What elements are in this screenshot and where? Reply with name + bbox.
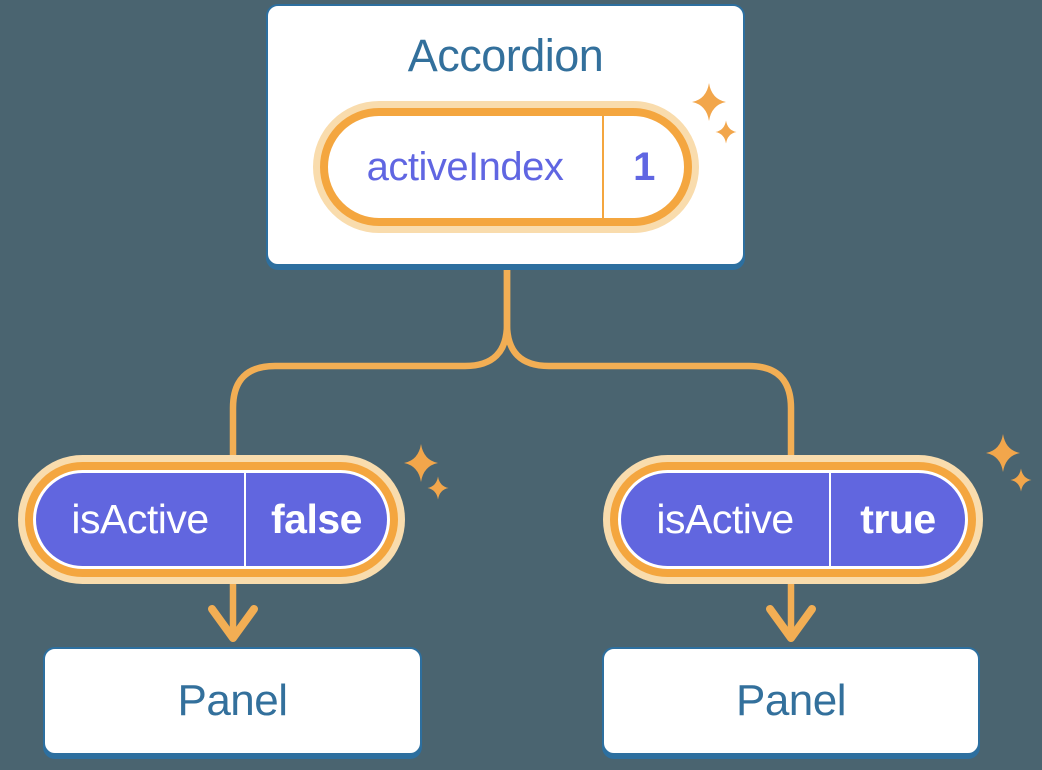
active-index-pill: activeIndex 1 [320,108,692,226]
state-value-label: true [860,496,936,542]
state-value-label: 1 [633,144,655,189]
panel-title: Panel [177,676,288,725]
accordion-node: Accordion activeIndex 1 [266,4,745,266]
state-name-label: isActive [71,496,209,542]
panel-title: Panel [735,676,847,725]
arrow-down-icon [766,605,816,642]
connector-right-branch [503,264,795,638]
state-value-label: false [271,496,362,542]
panel-node-right: Panel [602,647,980,755]
state-name-label: isActive [656,496,794,542]
is-active-pill-left-fill: isActive false [36,473,387,566]
pill-divider [602,116,604,218]
is-active-pill-right-fill: isActive true [621,473,965,566]
pill-divider [829,473,831,566]
sparkle-icon [404,444,449,500]
accordion-title: Accordion [407,30,604,81]
arrow-down-icon [208,605,258,642]
is-active-pill-right: isActive true [610,462,976,577]
panel-node-left: Panel [43,647,422,755]
connector-left-branch [229,264,511,638]
is-active-pill-left: isActive false [25,462,398,577]
state-name-label: activeIndex [366,144,564,189]
sparkle-icon [986,434,1032,492]
